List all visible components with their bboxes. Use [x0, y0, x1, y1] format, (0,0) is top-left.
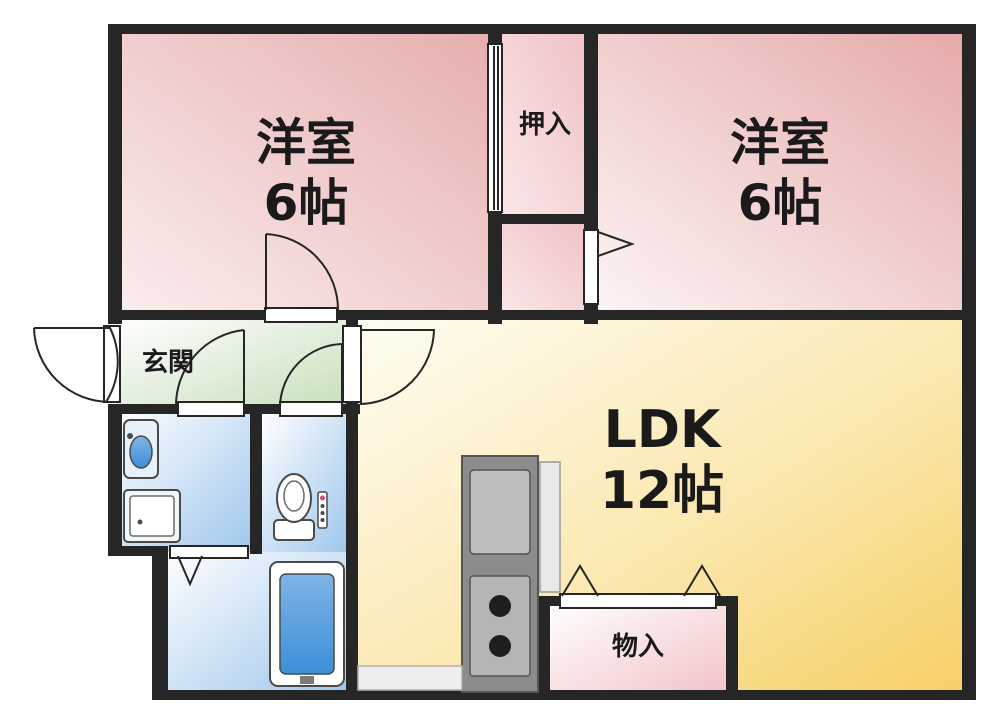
closet-label: 押入	[519, 110, 571, 140]
washbasin	[123, 419, 159, 479]
bathtub	[269, 561, 345, 687]
doors	[33, 43, 721, 609]
storage-floor	[548, 604, 728, 698]
closet-floor	[494, 32, 584, 217]
western-room-left-floor	[116, 32, 494, 314]
kitchen-counter	[357, 455, 561, 693]
western-room-right-name: 洋室	[730, 114, 830, 172]
toilet	[273, 473, 328, 541]
western-room-left-name: 洋室	[256, 114, 356, 172]
ldk-size: 12帖	[600, 461, 724, 521]
western-room-right-floor	[590, 32, 970, 314]
entrance-floor	[116, 318, 356, 408]
hall-floor	[494, 222, 584, 314]
western-room-left-size: 6帖	[264, 174, 349, 232]
entrance-label: 玄関	[142, 347, 194, 378]
storage-label: 物入	[612, 632, 664, 662]
western-room-right-size: 6帖	[738, 174, 823, 232]
washing-machine-pan	[123, 489, 181, 543]
ldk-name: LDK	[604, 400, 722, 460]
